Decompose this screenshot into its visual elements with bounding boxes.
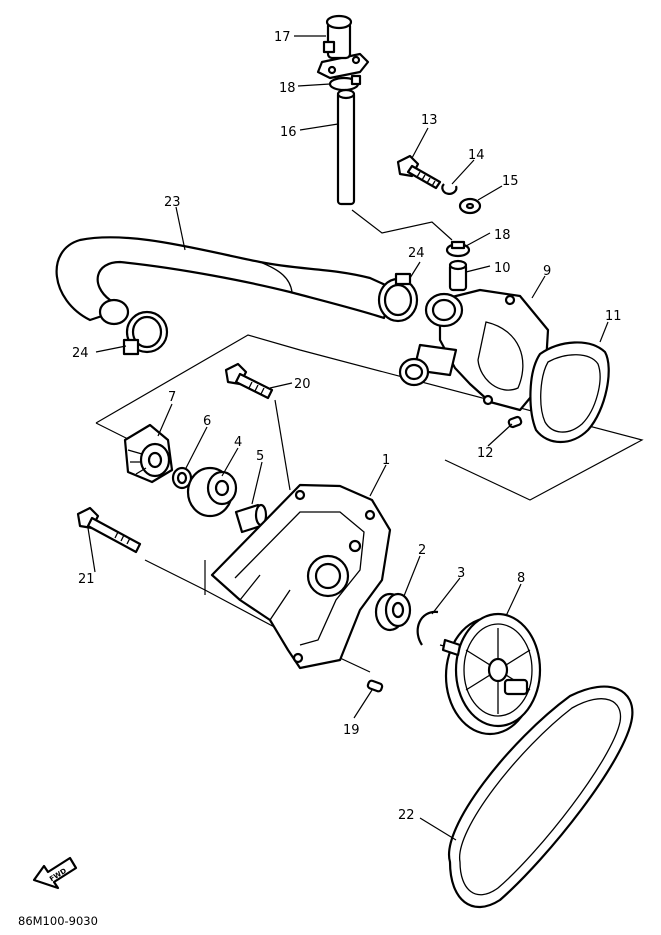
- callout-2: 2: [418, 543, 426, 558]
- callout-11: 11: [605, 309, 622, 324]
- forward-direction-arrow-icon: FWD: [32, 856, 78, 890]
- fitting-icon: [316, 14, 370, 80]
- callout-18: 18: [494, 228, 511, 243]
- v-belt-icon: [447, 685, 634, 909]
- hose-clamp-icon: [122, 310, 169, 356]
- pipe-icon: [448, 259, 468, 292]
- impeller-icon: [123, 423, 174, 484]
- bearing-icon: [374, 592, 412, 632]
- callout-4: 4: [234, 435, 242, 450]
- seal-icon: [186, 466, 238, 518]
- hose-clamp-icon: [377, 272, 419, 323]
- leader-lines: [87, 35, 609, 841]
- callout-14: 14: [468, 148, 485, 163]
- callout-13: 13: [421, 113, 438, 128]
- callout-20: 20: [294, 377, 311, 392]
- collar-icon: [234, 503, 268, 534]
- bolt-icon: [396, 154, 442, 190]
- callout-labels: 17 18 16 13 14 15 23 18 24 10 9 11 24 20…: [72, 30, 622, 823]
- callout-22: 22: [398, 808, 415, 823]
- callout-5: 5: [256, 449, 264, 464]
- hose-icon: [55, 236, 394, 326]
- callout-8: 8: [517, 571, 525, 586]
- dowel-pin-icon: [366, 679, 384, 693]
- lock-washer-icon: [441, 183, 458, 195]
- callout-6: 6: [203, 414, 211, 429]
- bolt-icon: [224, 362, 274, 400]
- callout-17: 17: [274, 30, 291, 45]
- callout-3: 3: [457, 566, 465, 581]
- callout-23: 23: [164, 195, 181, 210]
- gasket-icon: [529, 341, 610, 443]
- pulley-icon: [441, 612, 542, 736]
- callout-24: 24: [408, 246, 425, 261]
- callout-15: 15: [502, 174, 519, 189]
- callout-7: 7: [168, 390, 176, 405]
- callout-24: 24: [72, 346, 89, 361]
- callout-18: 18: [279, 81, 296, 96]
- circlip-icon: [416, 610, 439, 646]
- callout-12: 12: [477, 446, 494, 461]
- callout-1: 1: [382, 453, 390, 468]
- drawing-code: 86M100-9030: [18, 914, 98, 928]
- washer-icon: [458, 197, 482, 215]
- bolt-icon: [76, 506, 142, 554]
- callout-21: 21: [78, 572, 95, 587]
- hose-icon: [336, 88, 356, 206]
- callout-9: 9: [543, 264, 551, 279]
- callout-10: 10: [494, 261, 511, 276]
- callout-16: 16: [280, 125, 297, 140]
- pump-cover-icon: [398, 288, 550, 412]
- callout-19: 19: [343, 723, 360, 738]
- hose-clamp-icon: [445, 240, 471, 258]
- pump-housing-icon: [210, 483, 392, 670]
